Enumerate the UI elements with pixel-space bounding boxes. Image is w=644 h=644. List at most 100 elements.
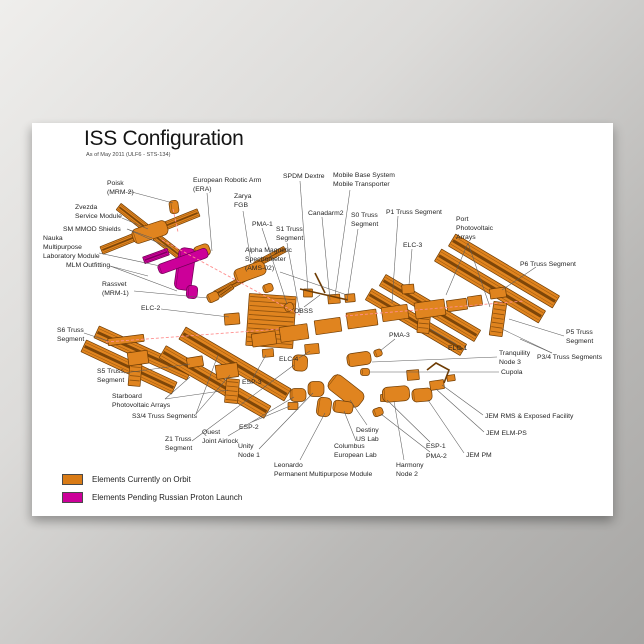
leader-line-elc2 [160,308,230,318]
leader-line-quest [227,396,295,437]
leader-line-obss [303,294,321,308]
station-module [233,260,267,284]
label-rassvet: Rassvet (MRM-1) [102,281,129,297]
label-s6: S6 Truss Segment [57,327,85,343]
label-esp2: ESP-2 [239,424,259,431]
station-module [289,388,307,402]
legend-swatch-proton-launch [62,492,83,503]
leader-line-jempm [427,399,465,454]
leader-line-rassvet [133,290,209,299]
leader-line-esp1 [386,399,431,443]
label-era: European Robotic Arm (ERA) [193,177,262,193]
truss-segment [401,283,415,295]
label-s5: S5 Truss Segment [97,368,125,384]
label-pma2: PMA-2 [426,453,447,460]
leader-line-pma3 [379,338,396,352]
truss-segment [127,363,143,387]
leader-line-s0 [346,228,359,302]
label-unity: Unity Node 1 [238,443,260,459]
leader-line-era [206,192,213,252]
truss-segment [345,308,379,330]
station-module [185,285,199,299]
label-stbdpv: Starboard Photovoltaic Arrays [112,393,171,409]
solar-array-wing [115,203,149,231]
leader-line-p1 [391,215,399,304]
label-p34: P3/4 Truss Segments [537,354,602,361]
station-module [262,282,274,294]
leader-line-stbdpv [164,376,191,400]
station-module [157,248,209,274]
page-title: ISS Configuration [84,127,244,150]
module-frame [314,272,326,294]
axis-dashed-line [172,208,179,233]
iss-diagram-svg [80,180,565,461]
label-elc2: ELC-2 [141,305,161,312]
truss-segment [406,369,420,381]
solar-array-wing [142,248,170,264]
legend-label-on-orbit: Elements Currently on Orbit [92,475,191,484]
label-jemrms: JEM RMS & Exposed Facility [485,413,574,420]
leader-line-spdm [299,180,309,292]
label-canadarm2: Canadarm2 [308,210,344,217]
leader-line-z1 [191,364,295,442]
solar-array-wing [99,231,141,255]
leader-line-p34 [519,338,553,354]
leader-line-columbus [343,410,357,442]
truss-segment [250,330,278,348]
label-jempm: JEM PM [466,452,492,459]
label-s34: S3/4 Truss Segments [132,413,197,420]
label-pma1: PMA-1 [252,221,273,228]
truss-segment [224,378,240,404]
leader-line-p6 [501,266,537,291]
leader-line-zarya [242,210,252,264]
label-esp1: ESP-1 [426,443,446,450]
legend-swatch-on-orbit [62,474,83,485]
leader-line-s34 [195,354,219,415]
label-nauka: Nauka Multipurpose Laboratory Module [43,235,100,260]
leader-line-s1 [286,242,301,314]
leader-line-pma2 [380,413,431,453]
truss-segment [429,379,445,391]
leader-line-mlm [109,265,149,277]
axis-dashed-line [161,239,301,316]
leader-line-poisk [127,190,174,204]
label-zarya: Zarya FGB [234,193,252,209]
station-module [316,396,332,418]
page-subtitle: As of May 2011 (ULF6 - STS-134) [86,152,171,158]
station-module [332,399,354,415]
truss-segment [446,374,456,382]
station-module [292,354,308,372]
station-module [307,381,325,397]
label-p6: P6 Truss Segment [520,261,576,268]
leader-line-destiny [349,399,368,426]
leader-line-stbdpv [164,389,229,400]
label-zvezda: Zvezda Service Module [75,204,122,220]
solar-array-wing [217,284,235,298]
truss-segment [313,316,343,336]
leader-line-leonardo [299,412,326,461]
label-p1: P1 Truss Segment [386,209,442,216]
truss-segment [278,323,310,343]
station-module [411,387,433,403]
label-smmmod: SM MMOD Shields [63,226,121,233]
label-columbus: Columbus European Lab [334,443,377,459]
legend-label-proton-launch: Elements Pending Russian Proton Launch [92,493,243,502]
leader-line-zvezda [121,217,149,230]
truss-segment [261,348,275,358]
label-p5: P5 Truss Segment [566,329,594,345]
label-pma3: PMA-3 [389,332,410,339]
leader-line-elc4 [298,350,311,359]
leader-line-smmmod [126,228,153,239]
station-module [381,385,411,403]
module-frame [426,362,450,384]
leader-line-tranquility [371,356,498,363]
leader-line-nauka [98,252,161,267]
label-poisk: Poisk (MRM-2) [107,180,134,196]
label-mbs: Mobile Base System Mobile Transporter [333,172,395,188]
station-module [372,406,384,418]
label-leonardo: Leonardo Permanent Multipurpose Module [274,462,373,478]
leader-line-canadarm2 [321,216,331,301]
leader-line-s34 [195,374,231,415]
label-elc3: ELC-3 [403,242,423,249]
truss-segment [380,303,410,323]
